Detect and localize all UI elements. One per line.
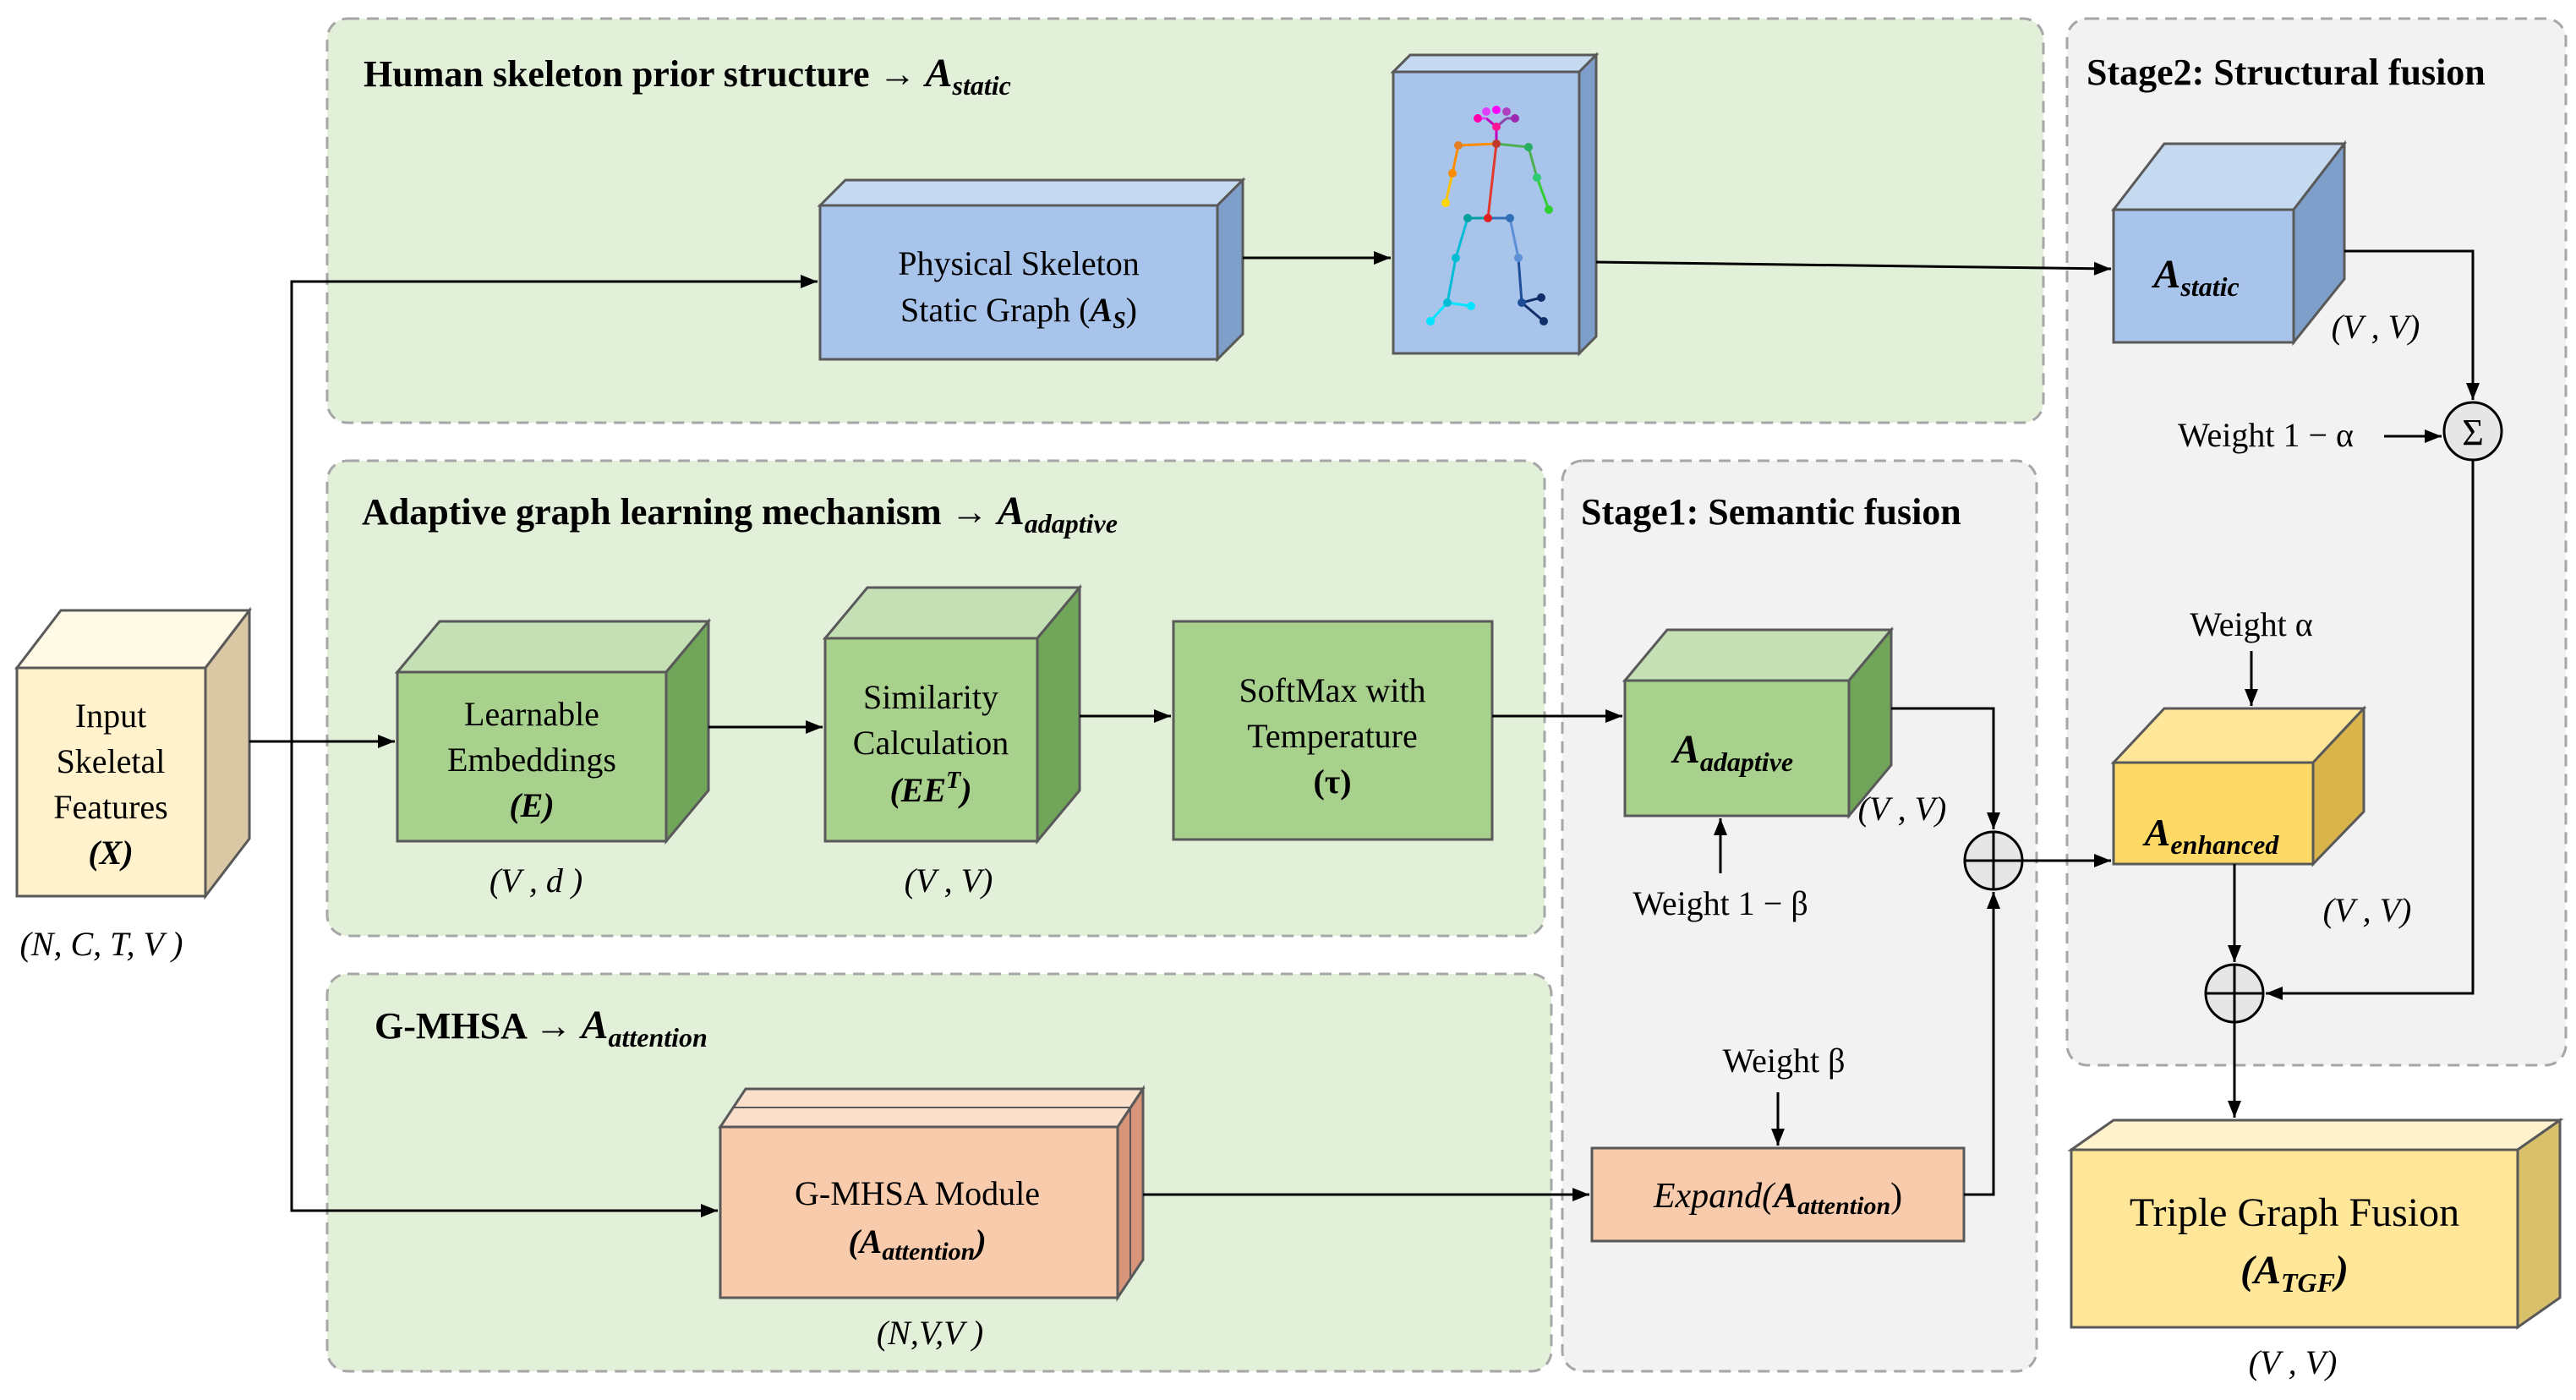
embeddings-line1: Learnable [464, 695, 599, 733]
input-line3: Features [53, 788, 168, 826]
embeddings-dims: (V , d ) [489, 861, 582, 900]
physical-skeleton-box: Physical Skeleton Static Graph (AS) [817, 177, 1246, 363]
semantic-fusion-add-icon [1963, 830, 2024, 891]
input-dims: (N, C, T, V ) [20, 925, 183, 963]
stage1-title: Stage1: Semantic fusion [1581, 491, 1961, 533]
weight-one-minus-alpha: Weight 1 − α [2178, 416, 2354, 454]
expand-attention-label: Expand(Aattention) [1653, 1177, 1902, 1220]
enhanced-graph-dims: (V , V) [2323, 891, 2412, 929]
attention-region-title: G-MHSA → Aattention [375, 1003, 708, 1053]
human-skeleton-icon [1390, 52, 1600, 357]
embeddings-line2: Embeddings [447, 741, 616, 779]
input-line2: Skeletal [57, 742, 166, 780]
gmhsa-module-box: G-MHSA Module (Aattention) [718, 1085, 1146, 1302]
weight-alpha: Weight α [2190, 605, 2313, 643]
physical-skeleton-line1: Physical Skeleton [898, 244, 1140, 282]
softmax-line1: SoftMax with [1239, 671, 1425, 709]
softmax-line2: Temperature [1247, 717, 1418, 755]
similarity-calculation-box: Similarity Calculation (EET) [822, 583, 1083, 845]
static-graph-label: Astatic [2151, 252, 2239, 302]
adaptive-region-title: Adaptive graph learning mechanism → Aada… [362, 489, 1118, 539]
tgf-dims: (V , V) [2249, 1343, 2338, 1381]
similarity-dims: (V , V) [905, 861, 993, 900]
physical-skeleton-line2: Static Graph (AS) [900, 291, 1137, 334]
static-graph-dims: (V , V) [2332, 308, 2420, 346]
tgf-line1: Triple Graph Fusion [2130, 1190, 2459, 1235]
weight-one-minus-beta: Weight 1 − β [1633, 884, 1808, 922]
softmax-temperature-box: SoftMax with Temperature (τ) [1172, 620, 1494, 841]
gmhsa-symbol: (Aattention) [848, 1222, 986, 1266]
enhanced-graph-label: Aenhanced [2142, 811, 2280, 860]
expand-attention-box: Expand(Aattention) [1590, 1146, 1966, 1243]
adaptive-graph-dims: (V , V) [1858, 790, 1947, 828]
weight-beta: Weight β [1723, 1042, 1846, 1080]
similarity-symbol: (EET) [889, 768, 971, 809]
gmhsa-line1: G-MHSA Module [795, 1174, 1040, 1212]
sum-symbol: Σ [2462, 412, 2484, 453]
learnable-embeddings-box: Learnable Embeddings (E) [394, 617, 712, 845]
similarity-line2: Calculation [853, 724, 1009, 762]
triple-graph-fusion-box: Triple Graph Fusion (ATGF) [2067, 1118, 2564, 1330]
tgf-symbol: (ATGF) [2240, 1248, 2349, 1298]
adaptive-graph-label: Aadaptive [1671, 727, 1793, 777]
static-region-title: Human skeleton prior structure → Astatic [364, 51, 1011, 101]
gmhsa-dims: (N,V,V ) [877, 1314, 983, 1352]
adaptive-graph-box: Aadaptive [1622, 626, 1895, 820]
static-graph-box: Astatic [2110, 139, 2348, 347]
softmax-symbol: (τ) [1313, 763, 1351, 801]
input-symbol: (X) [88, 834, 133, 872]
input-features-box: Input Skeletal Features (X) [14, 606, 253, 900]
stage2-title: Stage2: Structural fusion [2087, 52, 2486, 93]
structural-fusion-add-icon [2204, 963, 2265, 1024]
enhanced-graph-box: Aenhanced [2110, 705, 2367, 867]
connectors [249, 249, 2480, 1217]
embeddings-symbol: (E) [509, 786, 554, 824]
input-line1: Input [75, 697, 146, 735]
similarity-line1: Similarity [863, 678, 998, 716]
structural-sum-icon: Σ [2442, 401, 2503, 462]
